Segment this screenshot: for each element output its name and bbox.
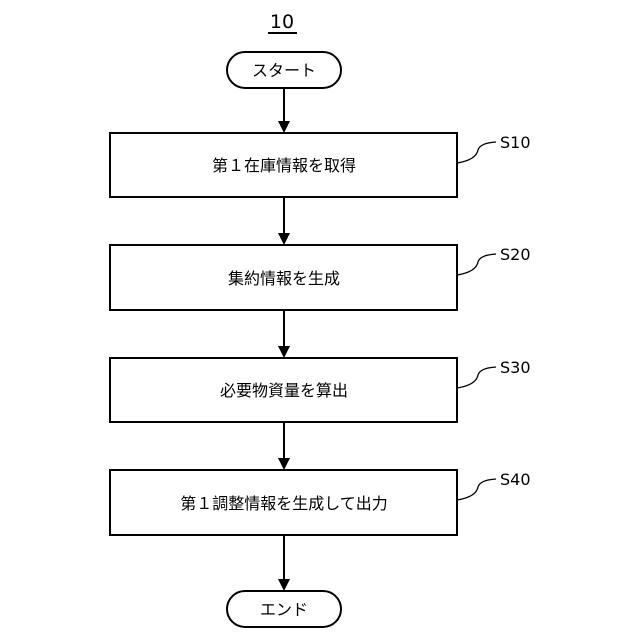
process-label-s30: 必要物資量を算出 bbox=[220, 381, 348, 400]
start-terminal-label: スタート bbox=[252, 61, 316, 80]
process-step-s30: 必要物資量を算出 S30 bbox=[110, 358, 531, 422]
figure-number: 10 bbox=[268, 11, 297, 33]
leader-line-s20 bbox=[457, 254, 496, 275]
arrowhead bbox=[278, 346, 290, 358]
arrow-s40-to-end bbox=[278, 535, 290, 591]
leader-line-s30 bbox=[457, 367, 496, 388]
arrowhead bbox=[278, 233, 290, 245]
arrow-s30-to-s40 bbox=[278, 422, 290, 470]
step-id-s40: S40 bbox=[500, 470, 531, 489]
leader-line-s10 bbox=[457, 142, 496, 163]
process-label-s20: 集約情報を生成 bbox=[228, 269, 340, 288]
process-step-s10: 第１在庫情報を取得 S10 bbox=[110, 133, 531, 197]
process-label-s40: 第１調整情報を生成して出力 bbox=[180, 494, 388, 513]
process-step-s40: 第１調整情報を生成して出力 S40 bbox=[110, 470, 531, 535]
end-terminal: エンド bbox=[227, 591, 341, 627]
step-id-s20: S20 bbox=[500, 245, 531, 264]
arrowhead bbox=[278, 458, 290, 470]
start-terminal: スタート bbox=[227, 52, 341, 88]
arrow-start-to-s10 bbox=[278, 88, 290, 133]
figure-number-text: 10 bbox=[270, 11, 294, 33]
arrow-s20-to-s30 bbox=[278, 310, 290, 358]
process-label-s10: 第１在庫情報を取得 bbox=[212, 156, 356, 175]
step-id-s30: S30 bbox=[500, 358, 531, 377]
leader-line-s40 bbox=[457, 479, 496, 500]
arrow-s10-to-s20 bbox=[278, 197, 290, 245]
process-step-s20: 集約情報を生成 S20 bbox=[110, 245, 531, 310]
arrowhead bbox=[278, 121, 290, 133]
end-terminal-label: エンド bbox=[260, 600, 308, 619]
step-id-s10: S10 bbox=[500, 133, 531, 152]
arrowhead bbox=[278, 579, 290, 591]
